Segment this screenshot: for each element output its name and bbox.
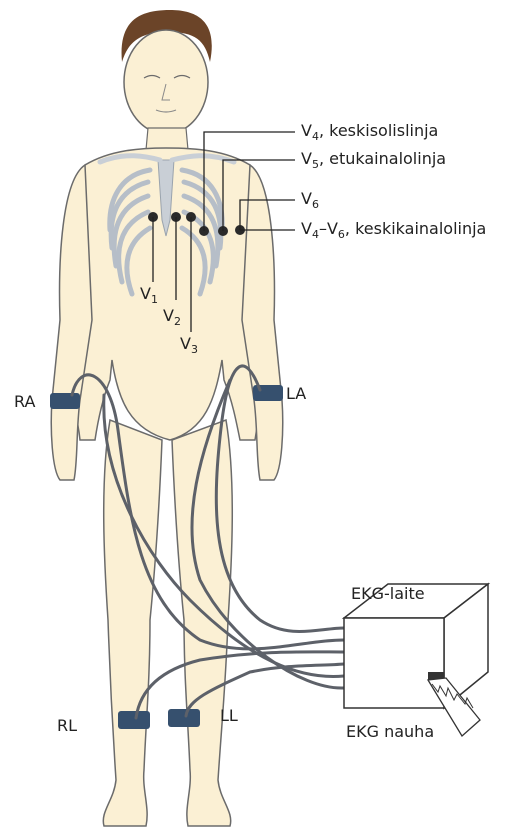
label-v4-v6: V4–V6, keskikainalolinja — [301, 221, 486, 240]
label-v4: V4, keskisolislinja — [301, 123, 438, 142]
label-v3: V3 — [180, 336, 198, 355]
label-ll: LL — [220, 708, 238, 724]
ra-band — [50, 393, 80, 409]
right-leg — [103, 420, 162, 826]
label-rl: RL — [57, 718, 77, 734]
label-ra: RA — [14, 394, 35, 410]
label-la: LA — [286, 386, 306, 402]
label-v2: V2 — [163, 308, 181, 327]
neck — [146, 128, 188, 150]
label-v5: V5, etukainalolinja — [301, 151, 446, 170]
label-ekg-strip: EKG nauha — [346, 724, 434, 740]
label-v1: V1 — [140, 286, 158, 305]
ll-band — [168, 709, 200, 727]
head — [124, 30, 208, 134]
label-v6: V6 — [301, 191, 319, 210]
label-ekg-device: EKG-laite — [351, 586, 425, 602]
rl-band — [118, 711, 150, 729]
